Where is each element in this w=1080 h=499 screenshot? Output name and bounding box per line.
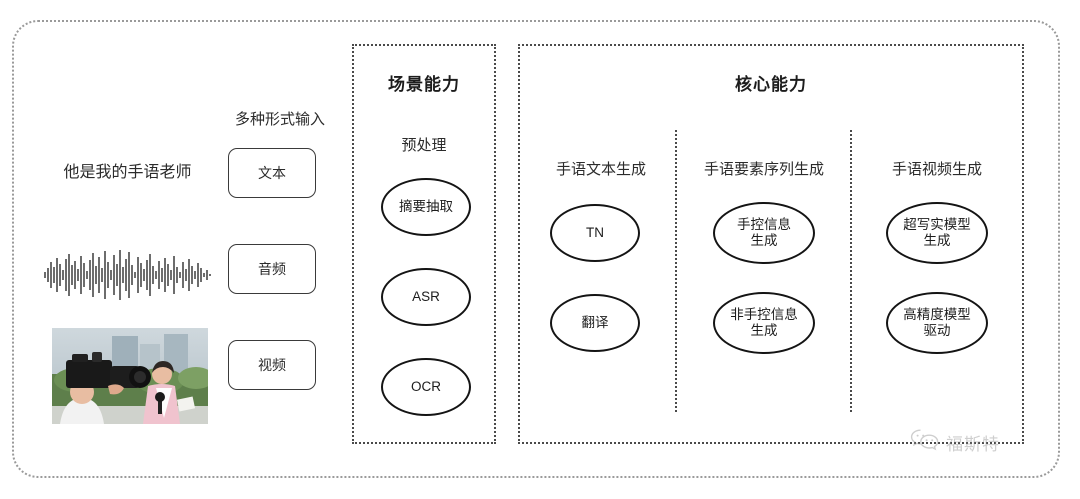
node-manual-info-generation[interactable]: 手控信息 生成: [713, 202, 815, 264]
node-non-manual-info-line1: 非手控信息: [730, 306, 798, 322]
video-thumbnail-icon: [52, 328, 208, 424]
node-translation[interactable]: 翻译: [550, 294, 640, 352]
node-translation-line1: 翻译: [581, 314, 609, 330]
scene-panel-subtitle: 预处理: [401, 137, 447, 154]
node-tn-line1: TN: [586, 224, 604, 240]
waveform-icon: [40, 248, 218, 302]
watermark: 福斯特: [910, 428, 1000, 457]
node-ocr[interactable]: OCR: [381, 358, 471, 416]
core-column-head-sign-video-generation: 手语视频生成: [891, 161, 982, 178]
input-heading: 多种形式输入: [234, 111, 325, 128]
node-non-manual-info-generation[interactable]: 非手控信息 生成: [713, 292, 815, 354]
wechat-bubbles-icon: [910, 428, 940, 457]
core-column-head-sign-element-sequence-generation: 手语要素序列生成: [703, 161, 824, 178]
core-column-head-sign-text-generation: 手语文本生成: [555, 161, 646, 178]
node-manual-info-line1: 手控信息: [737, 216, 791, 232]
modality-box-video[interactable]: 视频: [228, 340, 316, 390]
core-column-divider-1: [675, 130, 677, 412]
node-photorealistic-line2: 生成: [923, 233, 951, 248]
modality-box-text[interactable]: 文本: [228, 148, 316, 198]
core-capability-panel: 核心能力 手语文本生成 TN 翻译 手语要素序列生成 手控信息 生成 非手控信息…: [518, 44, 1024, 444]
node-tn[interactable]: TN: [550, 204, 640, 262]
node-abstract-extraction[interactable]: 摘要抽取: [381, 178, 471, 236]
node-high-precision-line1: 高精度模型: [903, 306, 971, 322]
node-high-precision-line2: 驱动: [923, 323, 951, 338]
scene-panel-title: 场景能力: [388, 75, 460, 94]
node-high-precision-model-driving[interactable]: 高精度模型 驱动: [886, 292, 988, 354]
modality-box-audio[interactable]: 音频: [228, 244, 316, 294]
node-photorealistic-line1: 超写实模型: [903, 216, 971, 232]
outer-dotted-frame: [12, 20, 1060, 478]
node-non-manual-info-line2: 生成: [750, 323, 778, 338]
core-column-divider-2: [850, 130, 852, 412]
input-region: 多种形式输入 他是我的手语老师: [30, 40, 330, 460]
sample-text-label: 他是我的手语老师: [63, 164, 192, 181]
node-photorealistic-model-generation[interactable]: 超写实模型 生成: [886, 202, 988, 264]
node-manual-info-line2: 生成: [750, 233, 778, 248]
core-panel-title: 核心能力: [735, 75, 807, 94]
scene-capability-panel: 场景能力 预处理 摘要抽取 ASR OCR: [352, 44, 496, 444]
node-asr[interactable]: ASR: [381, 268, 471, 326]
watermark-text: 福斯特: [946, 435, 1000, 454]
